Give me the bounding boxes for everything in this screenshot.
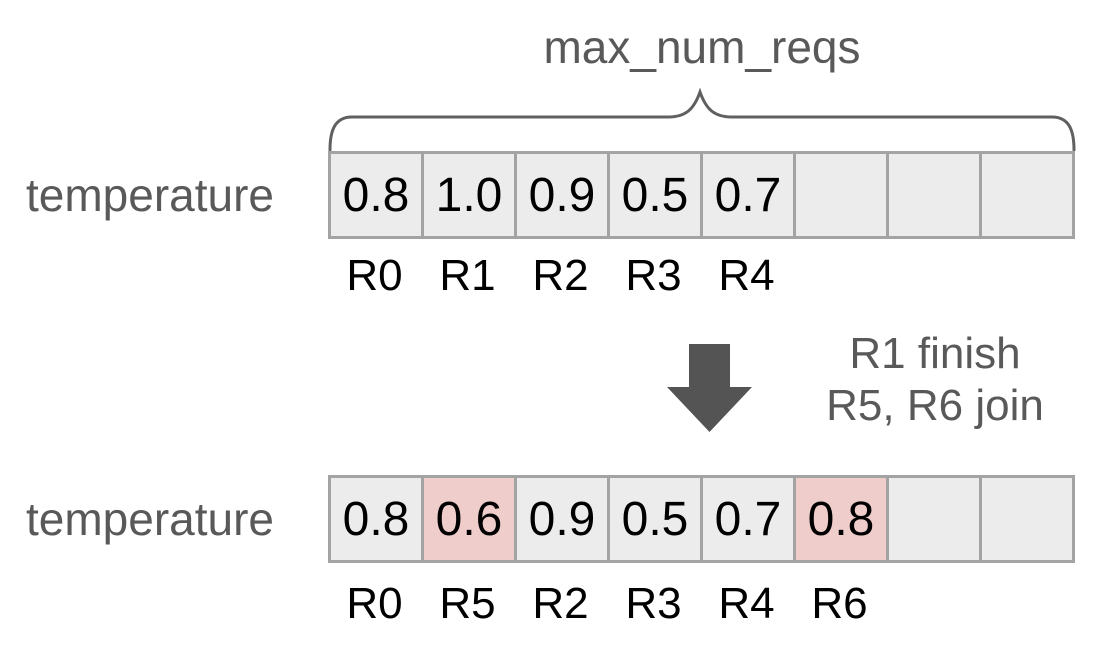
array-cell: 0.5 xyxy=(607,475,703,563)
array-cell: 0.8 xyxy=(793,475,889,563)
request-labels-bottom: R0 R5 R2 R3 R4 R6 xyxy=(328,578,1072,630)
down-arrow-icon xyxy=(667,344,752,432)
request-label: R3 xyxy=(625,251,682,300)
request-label: R1 xyxy=(439,251,496,300)
array-cell xyxy=(793,151,889,239)
array-cell: 0.5 xyxy=(607,151,703,239)
request-label: R2 xyxy=(532,579,589,628)
array-cell xyxy=(979,475,1075,563)
temperature-array-top: 0.8 1.0 0.9 0.5 0.7 xyxy=(328,151,1075,239)
request-label xyxy=(886,578,979,630)
transition-note-line2: R5, R6 join xyxy=(826,381,1044,430)
array-cell xyxy=(886,151,982,239)
array-cell: 0.8 xyxy=(328,151,424,239)
array-cell: 0.7 xyxy=(700,475,796,563)
array-cell: 0.9 xyxy=(514,151,610,239)
request-label xyxy=(979,250,1072,302)
temperature-label-top: temperature xyxy=(26,168,275,221)
request-label: R3 xyxy=(625,579,682,628)
array-cell: 1.0 xyxy=(421,151,517,239)
temperature-label-bottom: temperature xyxy=(26,492,275,545)
top-brace xyxy=(328,87,1076,152)
request-label: R2 xyxy=(532,251,589,300)
request-label: R0 xyxy=(346,251,403,300)
array-cell: 0.9 xyxy=(514,475,610,563)
request-label: R5 xyxy=(439,579,496,628)
array-cell: 0.8 xyxy=(328,475,424,563)
request-label: R0 xyxy=(346,579,403,628)
temperature-array-bottom: 0.8 0.6 0.9 0.5 0.7 0.8 xyxy=(328,475,1075,563)
request-label xyxy=(979,578,1072,630)
request-label xyxy=(886,250,979,302)
max-num-reqs-title: max_num_reqs xyxy=(543,21,861,73)
array-cell: 0.6 xyxy=(421,475,517,563)
transition-note: R1 finish R5, R6 join xyxy=(790,328,1080,432)
array-cell xyxy=(979,151,1075,239)
request-label xyxy=(793,250,886,302)
array-cell: 0.7 xyxy=(700,151,796,239)
request-label: R4 xyxy=(718,251,775,300)
transition-note-line1: R1 finish xyxy=(849,329,1021,378)
request-label: R6 xyxy=(811,579,868,628)
request-label: R4 xyxy=(718,579,775,628)
request-labels-top: R0 R1 R2 R3 R4 xyxy=(328,250,1072,302)
array-cell xyxy=(886,475,982,563)
